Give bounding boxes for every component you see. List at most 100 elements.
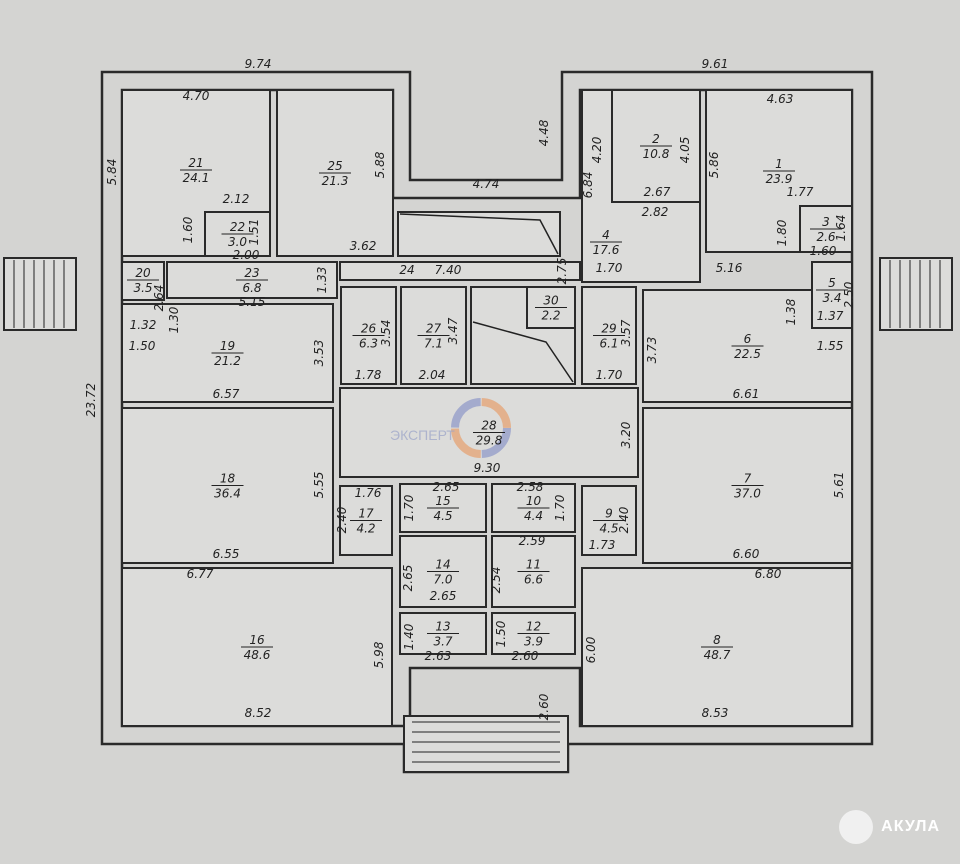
stairs [3,211,953,773]
dimension-label: 2.82 [642,205,669,219]
room-number: 26 [361,322,377,336]
room-area: 7.1 [424,337,443,351]
dimension-label: 2.65 [401,565,415,592]
room-label-30: 302.2 [535,294,567,323]
dimension-label: 2.67 [644,185,671,199]
room-number: 29 [601,322,616,336]
dimension-label: 2.40 [335,506,349,533]
room-number: 28 [481,419,497,433]
room-number: 12 [526,620,541,634]
room-label-23: 236.8 [236,266,268,295]
room-number: 7 [744,472,752,486]
dimension-label: 1.33 [315,267,329,294]
room-area: 48.7 [704,648,731,662]
room-label-5: 53.4 [816,276,848,305]
dimension-label: 4.20 [590,136,604,163]
brand-name: АКУЛА [881,818,940,835]
dimension-label: 1.50 [494,620,508,647]
room-20 [121,261,165,301]
room-area: 7.0 [433,573,452,587]
room-number: 3 [822,215,830,229]
dimension-label: 1.70 [402,494,416,521]
room-label-12: 123.9 [517,620,550,649]
dimension-label: 24 [399,263,414,277]
dimension-label: 6.80 [755,567,782,581]
room-label-7: 737.0 [731,472,764,501]
room-area: 3.5 [133,281,152,295]
room-area: 4.5 [599,522,618,536]
room-area: 3.9 [524,635,543,649]
dimension-label: 4.74 [473,177,500,191]
room-area: 21.3 [322,174,349,188]
dimension-label: 5.88 [373,151,387,178]
room-area: 3.7 [433,635,452,649]
room-area: 29.8 [476,434,503,448]
room-area: 2.2 [541,309,560,323]
dimension-label: 2.04 [419,368,446,382]
dimension-label: 2.59 [519,534,546,548]
dimension-label: 3.73 [645,337,659,364]
dimension-label: 5.98 [372,641,386,668]
room-number: 30 [543,294,559,308]
room-label-10: 104.4 [517,494,550,523]
room-24 [339,261,581,281]
dimension-label: 2.60 [512,649,539,663]
dimension-label: 2.12 [223,192,250,206]
room-number: 20 [135,266,151,280]
dimension-label: 1.78 [355,368,382,382]
dimension-label: 3.57 [619,319,633,346]
dimension-label: 6.55 [213,547,240,561]
dimension-label: 6.57 [213,387,240,401]
dimension-label: 2.63 [425,649,452,663]
room-number: 17 [358,507,374,521]
room-number: 19 [220,339,235,353]
dimension-label: 9.61 [702,57,729,71]
dimension-label: 1.30 [167,306,181,333]
dimension-label: 8.52 [245,706,272,720]
room-number: 6 [744,332,752,346]
room-area: 22.5 [734,347,761,361]
room-label-3: 32.6 [810,215,842,244]
room-number: 18 [220,472,236,486]
room-number: 4 [602,228,610,242]
room-area: 36.4 [214,487,241,501]
dimension-label: 1.70 [596,261,623,275]
room-17 [339,485,393,556]
room-label-8: 848.7 [701,633,733,662]
dimension-label: 2.40 [617,506,631,533]
room-area: 10.8 [643,147,670,161]
room-label-1: 123.9 [763,157,795,186]
room-area: 48.6 [244,648,271,662]
room-label-2: 210.8 [640,132,672,161]
dimension-label: 2.64 [152,285,166,312]
room-number: 16 [249,633,265,647]
room-label-15: 154.5 [427,494,459,523]
room-number: 21 [188,156,203,170]
room-5 [811,261,853,329]
room-label-14: 147.0 [427,558,459,587]
shark-logo-icon [839,810,874,844]
dimension-label: 3.47 [446,317,460,344]
dimension-label: 5.55 [312,472,326,499]
room-22 [204,211,271,257]
room-number: 23 [244,266,259,280]
dimension-label: 5.16 [716,261,743,275]
room-area: 6.1 [599,337,618,351]
dimension-label: 5.86 [707,151,721,178]
room-number: 27 [426,322,442,336]
dimension-label: 2.60 [537,693,551,720]
dimension-label: 5.61 [832,472,846,499]
dimension-label: 1.70 [596,368,623,382]
dimension-label: 1.37 [817,309,844,323]
dimension-label: 2.00 [233,248,260,262]
room-area: 24.1 [183,171,210,185]
dimension-label: 2.75 [555,258,569,285]
room-area: 21.2 [214,354,241,368]
room-area: 3.4 [822,291,841,305]
